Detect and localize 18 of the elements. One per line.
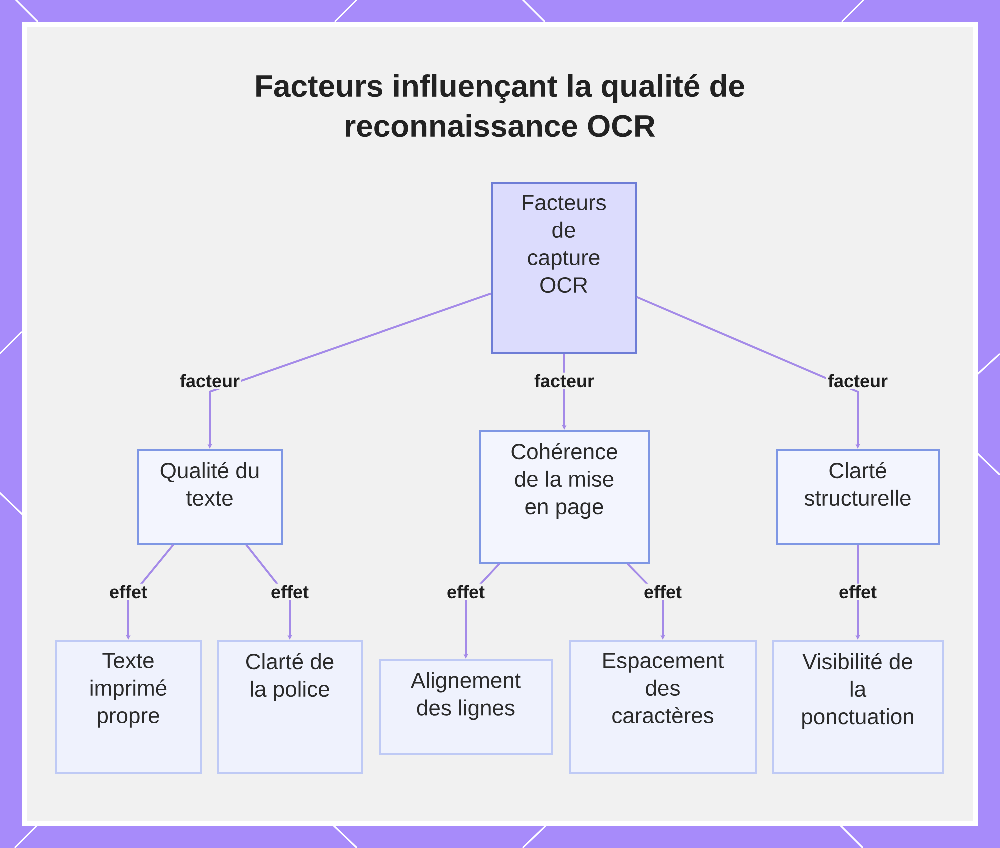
- edge-label: facteur: [826, 372, 890, 390]
- title: Facteurs influençant la qualité de reconnaissance OCR: [256, 74, 744, 138]
- effect-box: Espacement des caractères: [569, 640, 757, 774]
- effect-box: Clarté de la police: [217, 640, 363, 774]
- category-box: Qualité du texte: [137, 449, 283, 545]
- category-box: Clarté structurelle: [776, 449, 940, 545]
- edge-label: effet: [446, 584, 486, 600]
- effect-box: Alignement des lignes: [379, 659, 553, 755]
- effect-box: Texte imprimé propre: [55, 640, 202, 774]
- root-box: Facteurs de capture OCR: [491, 182, 637, 354]
- edge-label: facteur: [178, 372, 242, 390]
- edge-label: effet: [108, 584, 149, 600]
- edge-label: effet: [270, 584, 310, 600]
- effect-box: Visibilité de la ponctuation: [772, 640, 944, 774]
- edge-label: effet: [838, 584, 879, 600]
- edge-label: facteur: [533, 372, 596, 390]
- category-box: Cohérence de la mise en page: [479, 430, 650, 564]
- edge-label: effet: [642, 584, 684, 600]
